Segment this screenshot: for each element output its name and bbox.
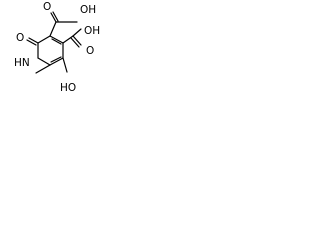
ring-hydroxyl-label: HO (60, 82, 76, 94)
carbonyl-oxygen-label: O (16, 32, 24, 44)
acid-right-bond-double-2 (70, 37, 80, 48)
carbonyl-bond-2 (26, 39, 37, 46)
acid-right-bond-oh (72, 28, 82, 37)
right-acid-hydroxyl-label: OH (84, 25, 100, 37)
acid-top-bond-to-ring (49, 21, 57, 37)
ring-bond-c3-c4 (49, 35, 64, 44)
carbonyl-bond-1 (28, 37, 39, 44)
ring-double-bond-c3-c4 (51, 38, 62, 45)
ring-nitrogen-label: HN (14, 57, 30, 69)
acid-top-bond-double-1 (50, 12, 57, 23)
ring-hydroxyl-bond (62, 57, 68, 73)
ring-bond-c2-c3 (37, 35, 51, 44)
ring-double-bond-c5-c6 (50, 56, 62, 63)
acid-top-bond-double-2 (52, 11, 59, 22)
top-acid-oxygen-label: O (43, 1, 51, 13)
chemical-structure-diagram: O HN O OH OH O HO (14, 1, 100, 94)
methyl-bond (35, 64, 51, 74)
ring-bond-c5-c6 (49, 57, 64, 66)
acid-right-bond-to-ring (62, 35, 74, 44)
right-acid-oxygen-label: O (86, 45, 94, 57)
ring-bond-c6-n1 (37, 57, 51, 66)
top-acid-hydroxyl-label: OH (80, 4, 96, 16)
acid-right-bond-double-1 (72, 35, 82, 46)
